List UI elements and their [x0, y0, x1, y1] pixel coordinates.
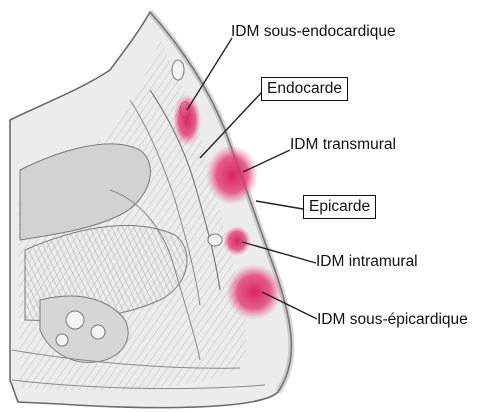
infarct-transmural	[206, 145, 258, 205]
label-idm-intramural: IDM intramural	[316, 253, 418, 271]
label-idm-sous-endocardique: IDM sous-endocardique	[231, 23, 396, 41]
infarct-intramural	[223, 226, 251, 256]
label-idm-sous-epicardique: IDM sous-épicardique	[317, 311, 468, 329]
label-epicarde: Epicarde	[303, 195, 376, 219]
infarct-sous-epicardique	[226, 264, 282, 320]
label-endocarde: Endocarde	[261, 77, 348, 101]
leader-line-epicarde	[256, 201, 303, 209]
myocardium	[10, 12, 291, 408]
infarct-sous-endocardique	[173, 94, 201, 146]
label-idm-transmural: IDM transmural	[290, 136, 396, 154]
